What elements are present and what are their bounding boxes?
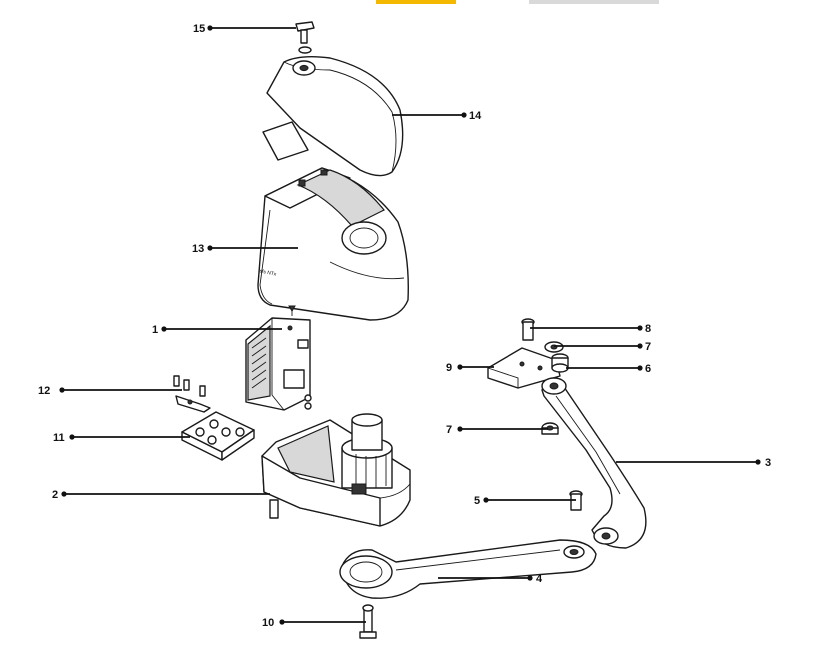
part-7-nut-lower	[541, 422, 559, 435]
top-tab-inactive[interactable]	[529, 0, 659, 4]
callout-5: 5	[474, 495, 480, 507]
callout-12: 12	[38, 385, 50, 397]
gasket-sheet	[262, 121, 309, 161]
callout-6: 6	[645, 363, 651, 375]
callout-3: 3	[765, 457, 771, 469]
part-4-lower-arm	[339, 539, 597, 599]
callout-1: 1	[152, 324, 158, 336]
callout-2: 2	[52, 489, 58, 501]
callout-8: 8	[645, 323, 651, 335]
part-5-pin	[569, 490, 583, 511]
part-1-control-board	[245, 305, 312, 411]
part-15-screw	[295, 21, 315, 54]
part-13-housing-cover: fsfs NTx	[257, 167, 409, 321]
callout-7-upper: 7	[645, 341, 651, 353]
svg-text:fsfs NTx: fsfs NTx	[258, 268, 278, 278]
part-10-bolt	[359, 604, 377, 639]
part-11-terminal-block	[181, 411, 255, 461]
part-7-washer-upper	[544, 341, 564, 353]
callout-11: 11	[53, 432, 65, 444]
callout-10: 10	[262, 617, 274, 629]
part-2-base-motor	[261, 413, 411, 527]
part-12-screws-bracket	[173, 375, 211, 413]
leader-lines	[62, 27, 758, 623]
callout-labels: 15 14 13 1 12 11 2 9 8 7 6 7 3 5 4 10	[38, 23, 771, 629]
part-9-mounting-plate	[487, 347, 561, 389]
leader-dots	[59, 25, 761, 625]
part-6-bushing	[551, 353, 569, 373]
callout-4: 4	[536, 573, 543, 585]
callout-7-lower: 7	[446, 424, 452, 436]
callout-15: 15	[193, 23, 205, 35]
part-8-pin	[521, 318, 535, 341]
part-3-arm	[541, 377, 647, 549]
callout-13: 13	[192, 243, 204, 255]
part-14-top-cover	[266, 55, 404, 177]
top-tab-active[interactable]	[376, 0, 456, 4]
callout-14: 14	[469, 110, 482, 122]
callout-9: 9	[446, 362, 452, 374]
